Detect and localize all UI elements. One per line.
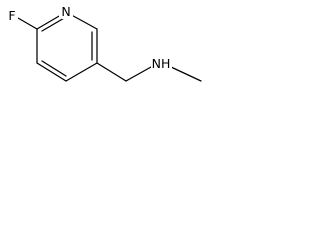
bond-c5-ch2 [96, 62, 127, 82]
bond-nh-ch3 [170, 66, 202, 82]
atom-fluorine: F [6, 7, 18, 23]
amine-label: NH [152, 56, 171, 71]
bond-c2-n1-inner [41, 16, 67, 32]
fluorine-label: F [8, 8, 15, 23]
substituents [17, 17, 202, 82]
bond-c4-c3-inner [41, 60, 67, 77]
bond-ch2-nh [125, 66, 152, 82]
atom-ring-nitrogen: N [59, 3, 73, 19]
bond-c5-c4 [65, 62, 98, 82]
bond-c4-c3 [36, 62, 67, 82]
ring-nitrogen-label: N [61, 4, 70, 19]
structure-diagram: F N NH [6, 3, 202, 82]
atom-amine: NH [151, 55, 172, 71]
pyridine-ring [36, 11, 98, 82]
bond-c2-f [17, 17, 38, 30]
